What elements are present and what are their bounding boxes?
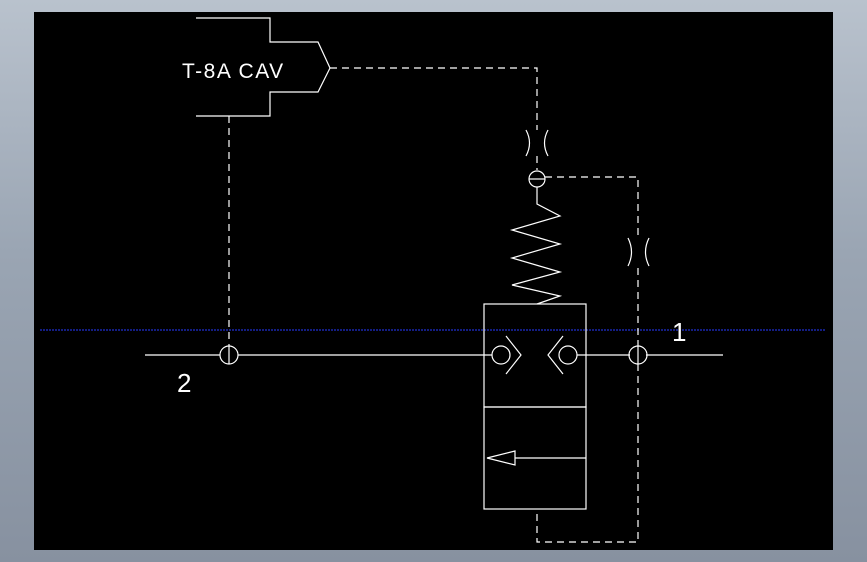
orifice-right-right xyxy=(644,237,650,267)
orifice-top-right xyxy=(543,129,549,157)
port-2-label: 2 xyxy=(177,368,191,398)
spring xyxy=(509,187,563,305)
port-1-label: 1 xyxy=(672,317,686,347)
orifice-top xyxy=(525,129,531,157)
check-seat-left xyxy=(505,335,522,375)
drawing-canvas[interactable] xyxy=(34,12,833,550)
pilot-line-top xyxy=(330,67,538,130)
pilot-line-right xyxy=(545,176,639,235)
flow-arrow-head xyxy=(486,450,516,466)
drain-line xyxy=(536,364,639,543)
cav-component-label: T-8A CAV xyxy=(182,60,285,83)
orifice-right-left xyxy=(627,237,633,267)
check-seat-right xyxy=(547,335,564,375)
